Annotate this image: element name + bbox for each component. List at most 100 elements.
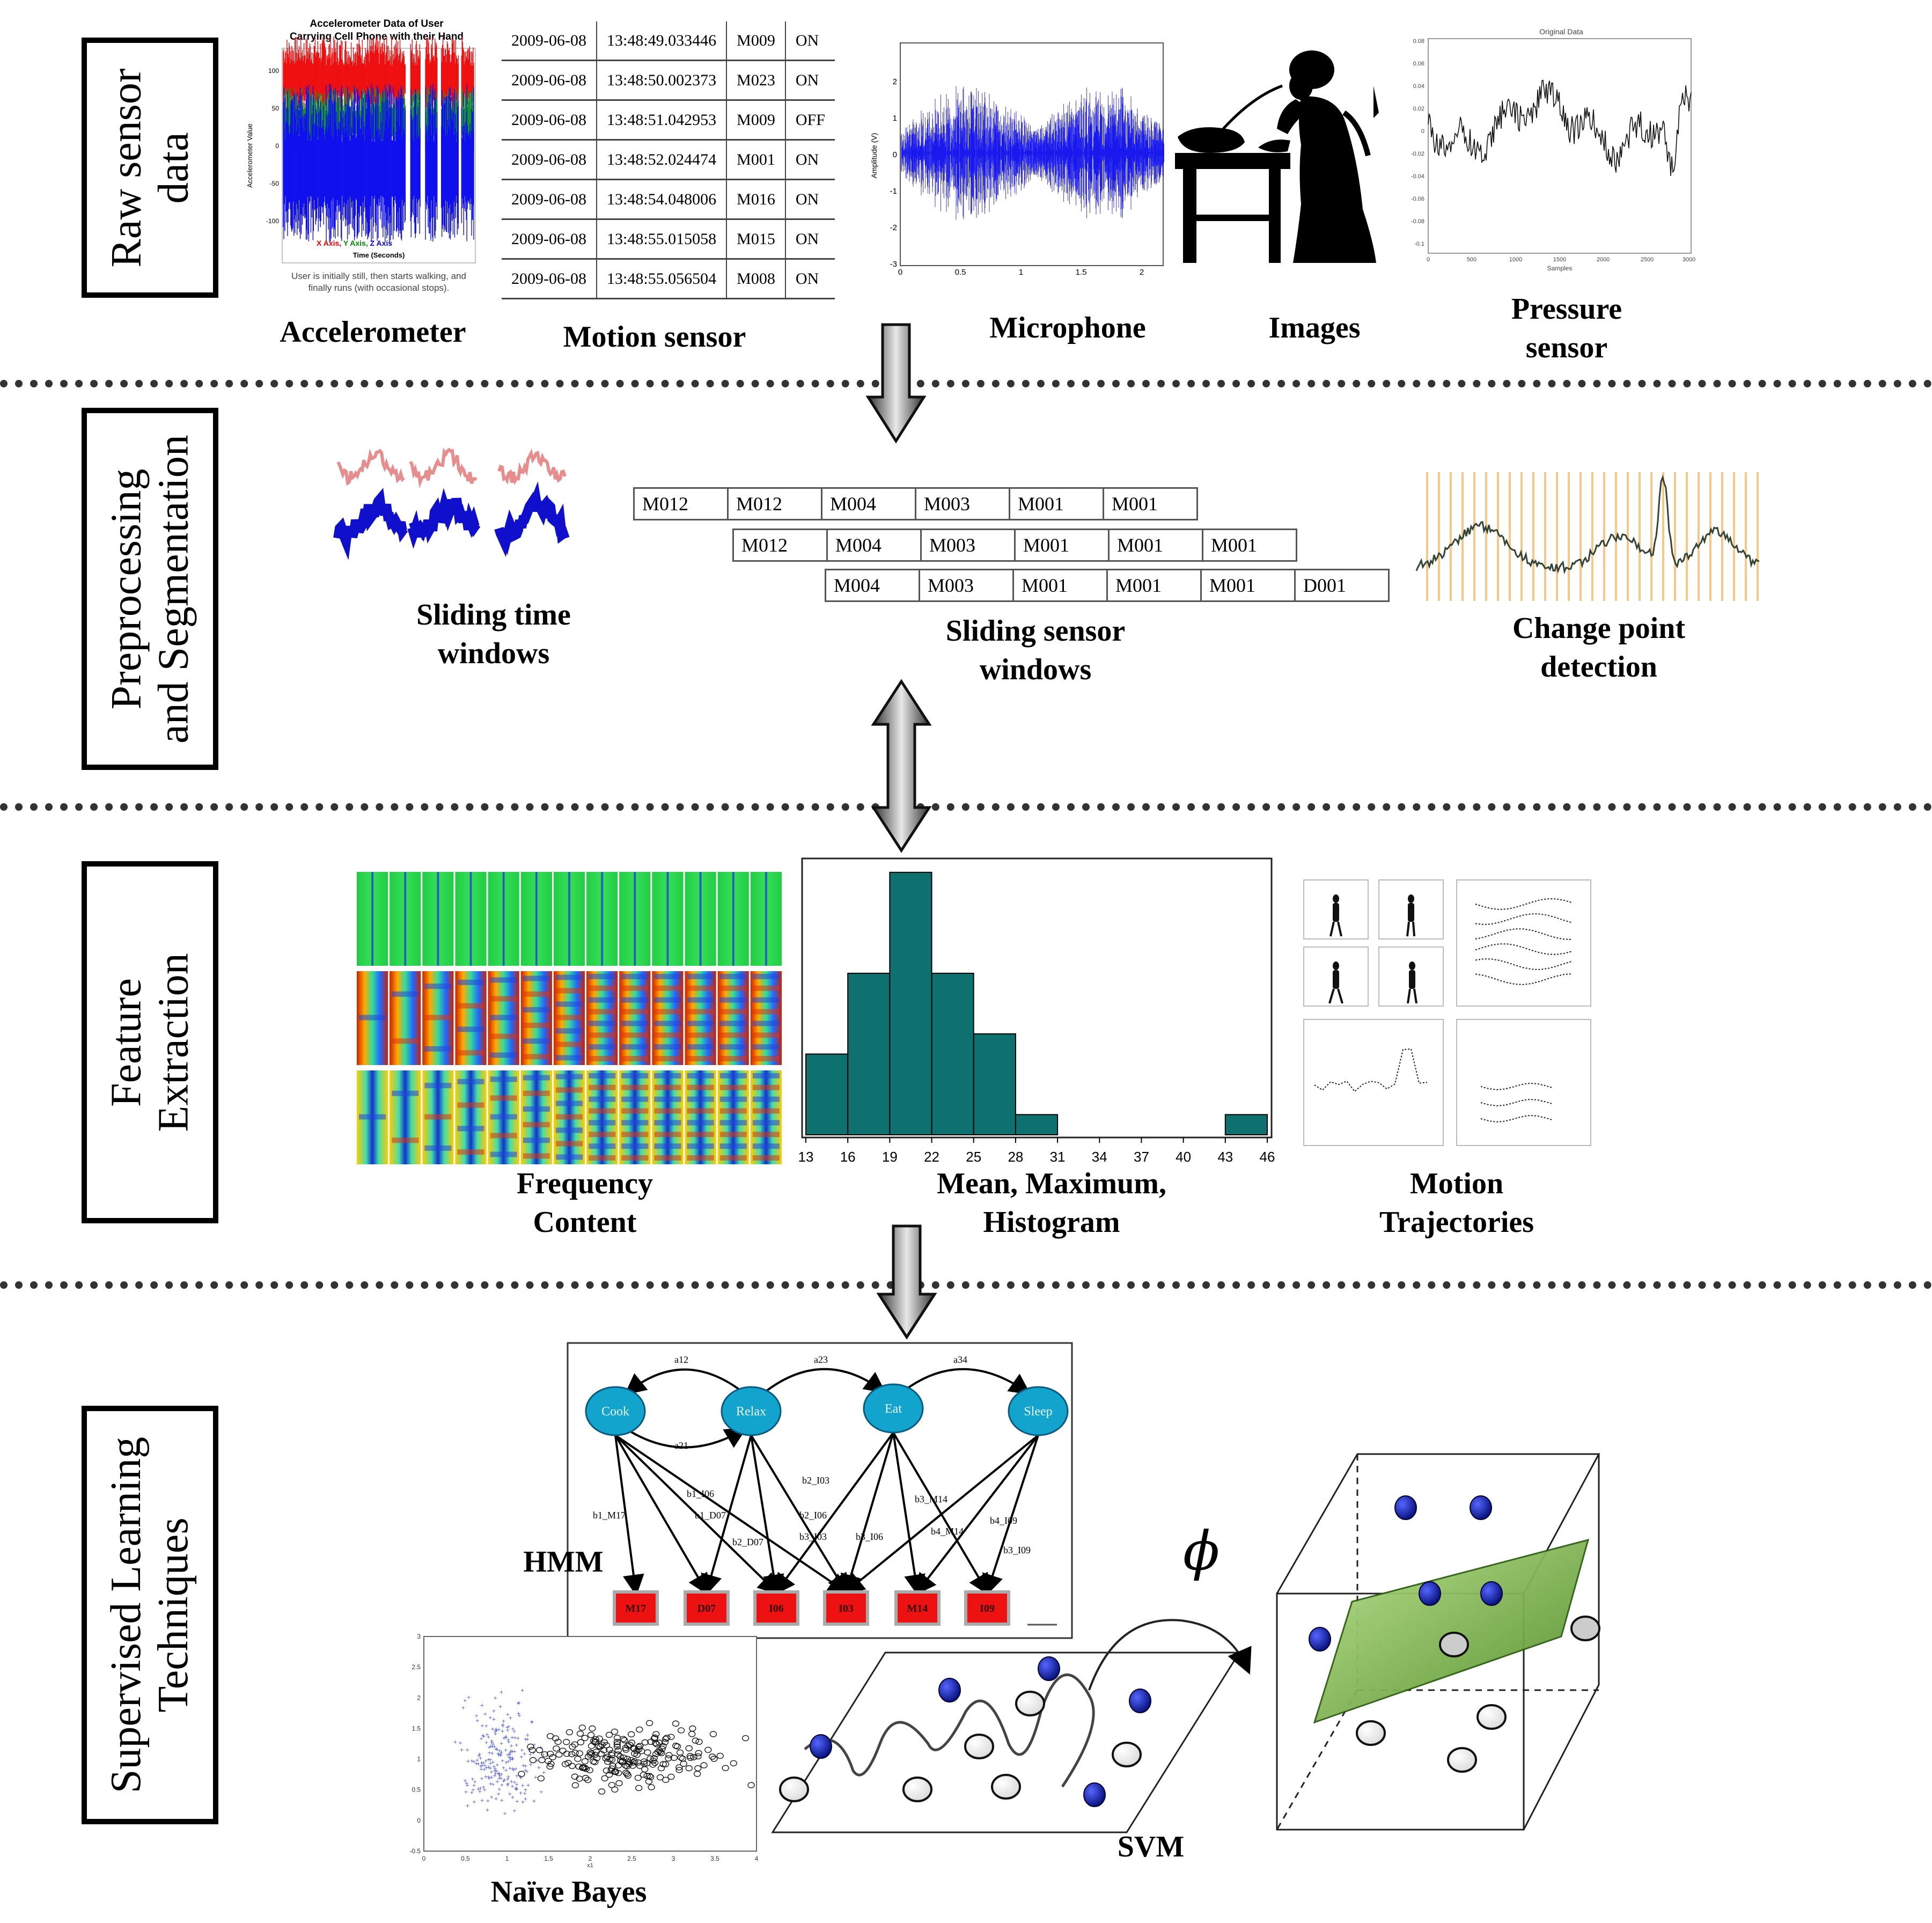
- class-a-point: +: [515, 1780, 518, 1788]
- class-a-point: +: [510, 1734, 514, 1742]
- frequency-stripe: [654, 1044, 681, 1050]
- class-b-point: [591, 1759, 599, 1765]
- class-a-point: +: [507, 1722, 511, 1730]
- class-a-point: +: [465, 1746, 469, 1754]
- frequency-stripe: [687, 1120, 714, 1126]
- class-a-point: +: [494, 1795, 498, 1803]
- frequency-stripe: [719, 985, 747, 991]
- class-b-point: [608, 1782, 616, 1788]
- accel-title-line1: Accelerometer Data of User: [310, 18, 444, 30]
- pressure-xtick: 2500: [1641, 256, 1654, 263]
- class-b-point: [630, 1745, 637, 1751]
- emission-label: b3_M14: [915, 1494, 947, 1504]
- class-b-point: [568, 1751, 576, 1758]
- class-b-point: [554, 1738, 562, 1745]
- class-b-point: [555, 1751, 563, 1758]
- nb-ytick: 2.5: [412, 1663, 421, 1671]
- frequency-stripe: [752, 1143, 780, 1149]
- frequency-stripe: [752, 1032, 780, 1038]
- class-b-point: [659, 1743, 667, 1750]
- accel-caption-line1: User is initially still, then starts wal…: [291, 271, 466, 281]
- emission-edge: [614, 1435, 644, 1596]
- emission-edge: [750, 1435, 784, 1596]
- class-a-point: +: [495, 1745, 499, 1753]
- mic-yticks: 2 1 0 -1 -2 -3: [890, 77, 897, 269]
- trajectory-line: [1475, 958, 1573, 970]
- emission-edge: [892, 1432, 990, 1596]
- class-b-point: [587, 1731, 595, 1738]
- frequency-stripe: [654, 973, 681, 979]
- frequency-stripe: [490, 1151, 517, 1157]
- class-a-point: +: [517, 1699, 521, 1707]
- emission-edge: [774, 1432, 894, 1596]
- trajectory-line: [1475, 928, 1573, 940]
- class-b-point: [613, 1735, 621, 1741]
- sliding-sensor-line1: Sliding sensor: [945, 614, 1126, 648]
- class-a-point: +: [516, 1734, 520, 1742]
- class-a-point: +: [493, 1771, 496, 1779]
- class-b-point: [597, 1750, 605, 1757]
- frequency-stripe: [490, 1015, 517, 1021]
- frequency-tile: [455, 971, 487, 1065]
- class-b-point: [620, 1755, 628, 1761]
- class-b-point: [636, 1726, 643, 1733]
- class-a-point: +: [529, 1760, 533, 1768]
- frequency-stripe: [589, 973, 616, 979]
- histogram-tick-label: 19: [882, 1149, 898, 1165]
- frequency-stripe: [392, 1137, 419, 1143]
- transition-arc: [903, 1368, 1031, 1395]
- class-b-point: [647, 1774, 655, 1780]
- class-b-point: [563, 1739, 570, 1745]
- class-a-point: +: [503, 1809, 506, 1817]
- motion-sensor-label: Motion sensor: [563, 320, 746, 354]
- class-a-point: +: [479, 1765, 483, 1773]
- class-a-point: +: [513, 1734, 517, 1742]
- sensor-window-cell: D001: [1294, 569, 1390, 602]
- cooking-silhouette-image: [1175, 50, 1379, 263]
- class-a-point: +: [506, 1751, 510, 1759]
- frequency-tile: [586, 971, 618, 1065]
- class-a-point: +: [505, 1723, 509, 1731]
- frequency-stripe: [589, 1143, 616, 1149]
- accel-legend: X Axis, Y Axis, Z Axis: [317, 239, 392, 247]
- class-b-point: [635, 1744, 643, 1750]
- motion-table-cell: ON: [785, 140, 835, 180]
- motion-table-cell: 2009-06-08: [502, 21, 597, 61]
- histogram-bar: [1015, 1114, 1059, 1135]
- frequency-stripe: [424, 1083, 452, 1089]
- class-a-point: +: [509, 1756, 512, 1764]
- histogram-bar: [805, 1053, 849, 1135]
- sensor-window-cell: M003: [920, 529, 1016, 562]
- accel-ytick: -100: [266, 217, 279, 225]
- class-a-point: +: [506, 1726, 510, 1734]
- frequency-stripe: [555, 1100, 583, 1106]
- accel-xlabel: Time (Seconds): [353, 251, 405, 259]
- class-b-point: [549, 1754, 556, 1760]
- frequency-stripe: [555, 1141, 583, 1147]
- emission-edge: [614, 1434, 780, 1595]
- frequency-stripe: [589, 1009, 616, 1015]
- frequency-stripe: [719, 1108, 747, 1114]
- class-b-point: [576, 1730, 584, 1737]
- pressure-ytick: 0.02: [1413, 106, 1424, 112]
- frequency-stripe: [589, 997, 616, 1003]
- accel-ytick: 100: [268, 67, 279, 75]
- class-a-point: +: [499, 1739, 503, 1748]
- pressure-signal: [1428, 79, 1692, 176]
- class-a-point: +: [511, 1755, 515, 1763]
- svm-white-point: [964, 1734, 994, 1759]
- frequency-stripe: [687, 1143, 714, 1149]
- pressure-ytick: 0.04: [1413, 83, 1424, 90]
- class-a-point: +: [490, 1737, 494, 1745]
- class-a-point: +: [510, 1753, 514, 1761]
- frequency-stripe: [752, 1084, 780, 1090]
- class-b-point: [628, 1731, 635, 1737]
- class-a-point: +: [480, 1796, 484, 1804]
- transition-arc: [624, 1368, 744, 1396]
- frequency-stripe: [752, 997, 780, 1003]
- class-b-point: [586, 1749, 594, 1756]
- class-a-point: +: [524, 1786, 527, 1794]
